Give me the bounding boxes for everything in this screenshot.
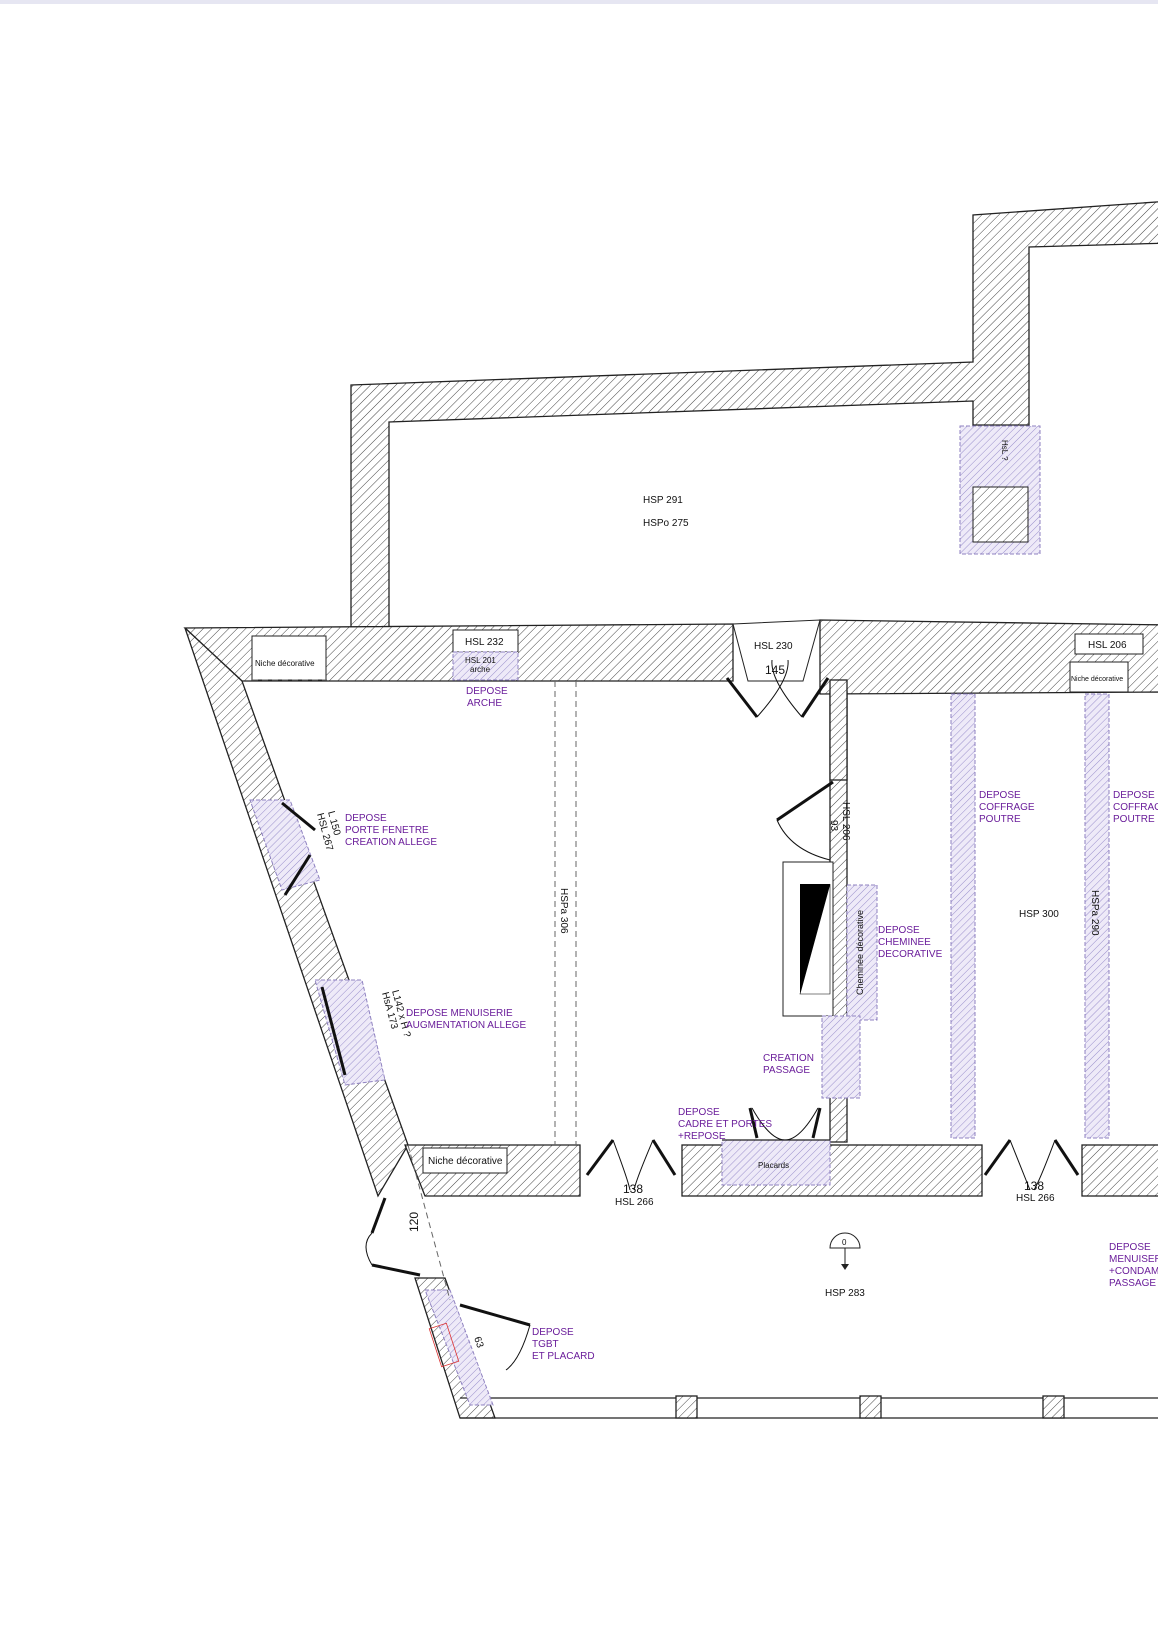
note-depose-arche: DEPOSE ARCHE <box>466 686 510 709</box>
wall-bottom-right <box>1081 1144 1158 1197</box>
note-cadre-portes: DEPOSE CADRE ET PORTES +REPOSE <box>678 1107 775 1142</box>
hsl-266-a: HSL 266 <box>615 1197 654 1208</box>
door-arc-7 <box>612 1139 631 1191</box>
door-leaf-6 <box>320 986 347 1076</box>
dim-93: 93 <box>828 820 839 832</box>
wall-top-room <box>350 201 1158 629</box>
note-tgbt: DEPOSE TGBT ET PLACARD <box>532 1327 595 1362</box>
door-arc-2 <box>771 659 803 718</box>
niche-left-label: Niche décorative <box>255 659 315 668</box>
hsl-206-vertical: HSL 206 <box>840 802 851 841</box>
top-room-hsp: HSP 291 <box>643 495 683 506</box>
hsl-q: HsL ? <box>1000 440 1009 461</box>
passage-demo <box>821 1015 861 1099</box>
door-leaf-3 <box>776 780 834 822</box>
door-arc-10 <box>784 1107 819 1141</box>
door-leaf-13 <box>370 1197 387 1234</box>
door-arc-1 <box>756 659 789 718</box>
fireplace-mark-white <box>799 883 831 995</box>
door-arc-3 <box>776 819 831 861</box>
note-cheminee: DEPOSE CHEMINEE DECORATIVE <box>878 925 943 960</box>
niche-right-label: Niche décorative <box>1071 676 1123 683</box>
door-leaf-4 <box>281 801 316 832</box>
note-menuiserie: DEPOSE MENUISERIE AUGMENTATION ALLEGE <box>406 1008 527 1031</box>
niche-left <box>251 635 327 681</box>
note-menuiserie-right: DEPOSE MENUISERIE +CONDAMNATION PASSAGE <box>1109 1242 1158 1289</box>
door-leaf-12 <box>1053 1139 1080 1176</box>
pillar-2 <box>859 1395 882 1419</box>
wall-left <box>184 627 409 1198</box>
arche-label: arche <box>470 665 491 674</box>
wall-fireplace-top <box>829 679 848 781</box>
hspa-306: HSPa 306 <box>558 888 569 934</box>
door-leaf-10 <box>811 1107 822 1139</box>
note-coffrage-2: DEPOSE COFFRAGE POUTRE <box>1113 790 1158 825</box>
dim-138-b: 138 <box>1024 1179 1044 1193</box>
door-leaf-7 <box>585 1139 615 1176</box>
door-arc-15 <box>505 1324 531 1371</box>
door-leaf-14 <box>371 1263 421 1277</box>
note-porte-fenetre: DEPOSE PORTE FENETRE CREATION ALLEGE <box>345 813 437 848</box>
north-symbol <box>829 1232 861 1249</box>
top-room-hspo: HSPo 275 <box>643 518 689 529</box>
hsl-232: HSL 232 <box>465 637 504 648</box>
middle-room-hsp: HSP 300 <box>1019 909 1059 920</box>
dim-63: 63 <box>471 1335 485 1350</box>
beam-strip-1 <box>950 693 976 1139</box>
dim-145: 145 <box>765 663 785 677</box>
door-arc-13 <box>365 1232 373 1266</box>
note-creation-passage: CREATION PASSAGE <box>763 1053 817 1076</box>
hsl-230: HSL 230 <box>754 641 793 652</box>
fireplace-demo <box>846 884 878 1021</box>
opening-dash <box>407 1144 451 1301</box>
door-leaf-11 <box>983 1139 1012 1176</box>
niche-bottom <box>422 1147 508 1174</box>
north-label: 0 <box>842 1238 847 1247</box>
cheminee-label: Cheminée décorative <box>855 910 865 995</box>
placards-label: Placards <box>758 1161 789 1170</box>
hsl206-top-box <box>1074 633 1144 655</box>
pillar-3 <box>1042 1395 1065 1419</box>
door-leaf-5 <box>283 854 312 896</box>
placards <box>721 1139 831 1186</box>
hsl-266-b: HSL 266 <box>1016 1193 1055 1204</box>
arch-demo <box>452 651 519 681</box>
hsl-206-top: HSL 206 <box>1088 640 1127 651</box>
window-demo-2 <box>314 979 386 1086</box>
door-leaf-1 <box>725 677 759 718</box>
tgbt-panel <box>428 1322 460 1368</box>
top-bar <box>0 0 1158 4</box>
note-coffrage-1: DEPOSE COFFRAGE POUTRE <box>979 790 1037 825</box>
opening-hsl230 <box>732 619 821 682</box>
dim-120: 120 <box>407 1212 421 1232</box>
beam-strip-2 <box>1084 693 1110 1139</box>
niche-bottom-label: Niche décorative <box>428 1156 503 1167</box>
hall-hsp: HSP 283 <box>825 1288 865 1299</box>
pillar-1 <box>675 1395 698 1419</box>
hsl-201: HSL 201 <box>465 656 496 665</box>
dim-138-a: 138 <box>623 1182 643 1196</box>
door-arc-8 <box>633 1139 654 1191</box>
door-leaf-2 <box>800 677 830 718</box>
door-arc-11 <box>1009 1139 1031 1191</box>
door-leaf-15 <box>459 1303 531 1327</box>
hspa-290: HSPa 290 <box>1089 890 1100 936</box>
door-arc-9 <box>751 1107 786 1141</box>
north-arrow-head <box>841 1264 849 1270</box>
door-arc-12 <box>1033 1139 1056 1191</box>
niche-right <box>1069 661 1129 693</box>
tgbt-demo <box>424 1289 494 1406</box>
door-leaf-8 <box>651 1139 677 1176</box>
door-leaf-9 <box>748 1107 759 1139</box>
stack-box <box>972 486 1029 543</box>
